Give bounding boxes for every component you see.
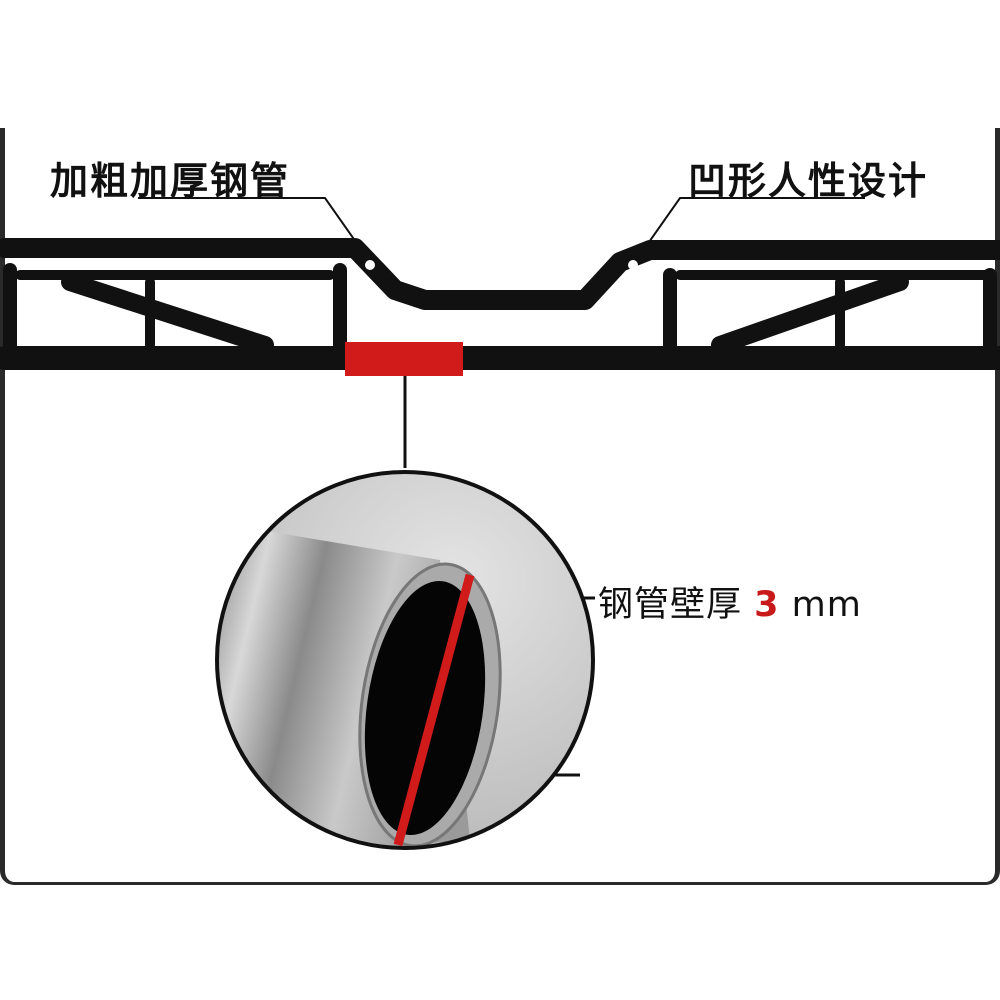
wall-thickness-label: 钢管壁厚 3 mm bbox=[598, 576, 862, 627]
thick-tube-label: 加粗加厚钢管 bbox=[50, 159, 291, 203]
tube-closeup bbox=[217, 472, 593, 848]
wall-thickness-unit: mm bbox=[791, 585, 862, 625]
wall-thickness-value: 3 bbox=[754, 585, 780, 625]
highlight-segment bbox=[345, 342, 463, 376]
card-frame bbox=[0, 128, 1000, 885]
wall-thickness-prefix: 钢管壁厚 bbox=[598, 585, 743, 625]
concave-design-label: 凹形人性设计 bbox=[688, 159, 929, 203]
bar-frame bbox=[0, 238, 1000, 370]
top-rail bbox=[0, 238, 1000, 310]
